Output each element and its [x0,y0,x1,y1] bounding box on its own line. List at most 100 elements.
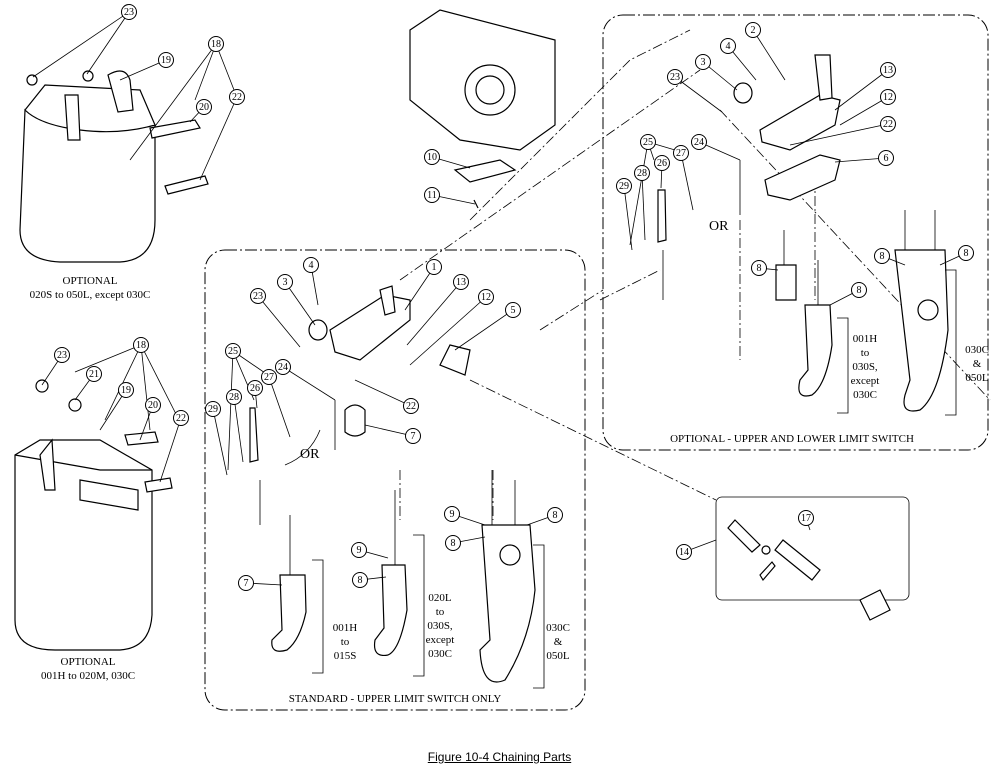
callout-standard-8: 8 [526,507,563,526]
callout-standard-7: 7 [364,424,421,444]
callout-standard-8: 8 [352,572,387,588]
callout-circle [196,99,212,115]
callout-circle [133,337,149,353]
callout-circle [676,544,692,560]
callout-standard-22: 22 [354,379,419,414]
leader-line [284,281,316,326]
callout-circle [424,187,440,203]
callout-standard-3: 3 [277,274,316,326]
callout-circle [145,397,161,413]
callout-number: 12 [481,292,491,303]
callout-number: 17 [801,513,811,524]
callout-bag-large-19: 19 [119,52,174,81]
callout-circle [118,382,134,398]
callout-number: 25 [228,346,238,357]
callout-standard-4: 4 [303,257,319,306]
upper-lower-or-label: OR [709,219,729,234]
leader-line [789,123,889,146]
callout-circle [695,54,711,70]
callout-circle [478,289,494,305]
range-label: 015S [334,650,357,662]
callout-number: 22 [232,92,242,103]
callout-standard-24: 24 [275,359,336,401]
callout-number: 25 [643,137,653,148]
callout-circle [880,89,896,105]
callout-number: 10 [427,152,437,163]
callout-number: 28 [637,168,647,179]
callout-number: 14 [679,547,689,558]
callout-circle [250,288,266,304]
callout-number: 11 [427,190,437,201]
callout-upper-lower-24: 24 [691,134,741,161]
callout-number: 5 [511,305,516,316]
range-label: 030S, [427,620,453,632]
callout-circle [958,245,974,261]
callout-circle [86,366,102,382]
leader-line [227,350,234,471]
callout-circle [445,535,461,551]
callout-gear-case-11: 11 [424,187,476,205]
callout-standard-8: 8 [445,535,486,551]
callout-upper-lower-22: 22 [789,116,896,146]
range-label: except [851,375,880,387]
pin-kit-border [715,496,910,601]
range-label: 001H [333,622,358,634]
callout-number: 9 [450,509,455,520]
leader-line [629,141,649,246]
figure-caption: Figure 10-4 Chaining Parts [0,750,999,764]
leader-line [406,281,462,346]
callout-standard-27: 27 [261,369,291,438]
callout-upper-lower-2: 2 [745,22,786,81]
callout-upper-lower-27: 27 [673,145,694,211]
bag-small-caption-2: 001H to 020M, 030C [41,670,135,682]
callout-number: 23 [57,350,67,361]
callout-number: 22 [176,413,186,424]
leader-line [104,344,142,421]
chain-bag-large [19,70,209,263]
callout-circle [247,380,263,396]
callout-circle [208,36,224,52]
range-label: 030C [965,344,989,356]
leader-line [834,157,887,163]
callout-circle [673,145,689,161]
callout-standard-23: 23 [250,288,301,348]
callout-circle [277,274,293,290]
callout-pin-kit-14: 14 [676,539,717,560]
callout-circle [880,62,896,78]
callout-circle [745,22,761,38]
callout-upper-lower-4: 4 [720,38,757,81]
standard-panel-border [204,249,586,711]
range-label: 030C [546,622,570,634]
upper-lower-caption: OPTIONAL - UPPER AND LOWER LIMIT SWITCH [670,433,914,445]
callout-number: 26 [657,158,667,169]
leader-line [674,76,723,113]
standard-limit-switch-assembly [249,285,536,683]
leader-line [129,43,217,161]
callout-number: 29 [208,404,218,415]
leader-line [257,295,301,348]
callout-number: 13 [456,277,466,288]
callout-circle [798,510,814,526]
callout-number: 23 [670,72,680,83]
callout-standard-25: 25 [225,343,269,471]
callout-number: 1 [432,262,437,273]
range-label: 030C [428,648,452,660]
callout-number: 3 [701,57,706,68]
callout-circle [444,506,460,522]
pin-kit [727,519,891,621]
leader-line [159,417,182,483]
callout-pin-kit-17: 17 [798,510,814,531]
callout-number: 24 [694,137,704,148]
callout-number: 8 [451,538,456,549]
callout-number: 27 [264,372,274,383]
leader-line [680,152,694,211]
leader-line [32,11,130,78]
leader-line [409,296,487,366]
range-label: 050L [965,372,989,384]
callout-number: 9 [357,545,362,556]
upper-lower-panel-border [602,14,989,451]
callout-upper-lower-8: 8 [874,248,906,266]
bag-large-caption-2: 020S to 050L, except 030C [30,289,151,301]
callout-standard-29: 29 [205,401,228,476]
callout-number: 8 [964,248,969,259]
